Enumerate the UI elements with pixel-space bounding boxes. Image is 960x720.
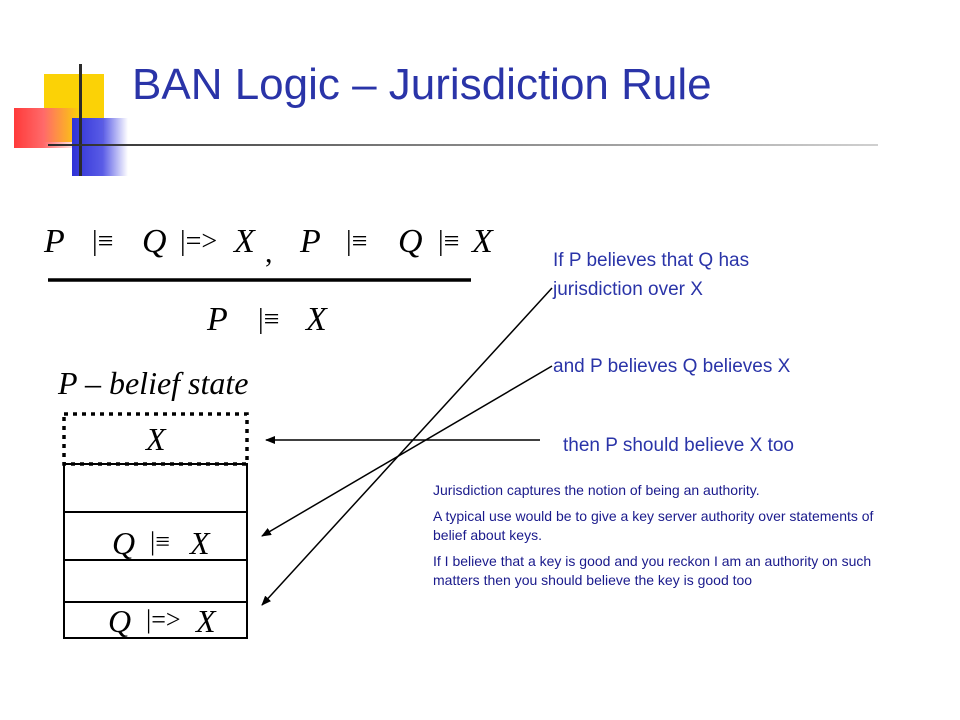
slide-title: BAN Logic – Jurisdiction Rule: [132, 60, 712, 109]
title-underline: [48, 144, 878, 146]
premise-2-believes-symbol: |≡: [346, 226, 367, 257]
belief-cell-2-q: Q: [112, 525, 135, 561]
callout-believes: and P believes Q believes X: [553, 356, 791, 377]
belief-cell-4-controls-symbol: |=>: [146, 605, 181, 634]
belief-cell-2-x: X: [188, 525, 211, 561]
notes: Jurisdiction captures the notion of bein…: [433, 481, 883, 597]
premise-1-p: P: [43, 223, 65, 260]
callout-conclusion: then P should believe X too: [563, 435, 794, 456]
note-3: If I believe that a key is good and you …: [433, 553, 872, 588]
premise-2-p: P: [299, 223, 321, 260]
belief-cell-empty-1: [63, 463, 248, 513]
premise-2-believes2-symbol: |≡: [438, 226, 459, 257]
note-1: Jurisdiction captures the notion of bein…: [433, 482, 760, 498]
conclusion-x: X: [304, 301, 328, 338]
conclusion: P |≡ X: [206, 301, 328, 338]
belief-cell-4-x: X: [194, 603, 217, 639]
belief-state-label: P – belief state: [57, 365, 248, 401]
belief-cell-4-q: Q: [108, 603, 131, 639]
premise-1-x: X: [232, 223, 256, 260]
premise-2-q: Q: [398, 223, 423, 260]
belief-state-stack: X Q |≡ X Q |=> X: [62, 412, 249, 639]
premise-1-q: Q: [142, 223, 167, 260]
premise-1-controls-symbol: |=>: [180, 226, 217, 257]
belief-cell-empty-2: [63, 559, 248, 603]
premise-1: P |≡ Q |=> X: [43, 223, 256, 260]
belief-cell-q-controls-x: [63, 601, 248, 639]
conclusion-p: P: [206, 301, 228, 338]
callout-jurisdiction: If P believes that Q has jurisdiction ov…: [553, 250, 750, 300]
premise-2: P |≡ Q |≡ X: [299, 223, 494, 260]
note-2: A typical use would be to give a key ser…: [433, 508, 874, 543]
conclusion-believes-symbol: |≡: [258, 304, 279, 335]
premise-separator-comma: ,: [265, 236, 273, 269]
arrow-jurisdiction: [261, 287, 553, 606]
decorative-red-block: [14, 108, 80, 148]
arrow-q-believes-x: [261, 365, 553, 537]
belief-cell-2-believes-symbol: |≡: [150, 527, 170, 556]
premise-1-believes-symbol: |≡: [92, 226, 113, 257]
decorative-vertical-line: [79, 64, 82, 176]
premise-2-x: X: [470, 223, 494, 260]
belief-cell-0-x: X: [144, 421, 167, 457]
